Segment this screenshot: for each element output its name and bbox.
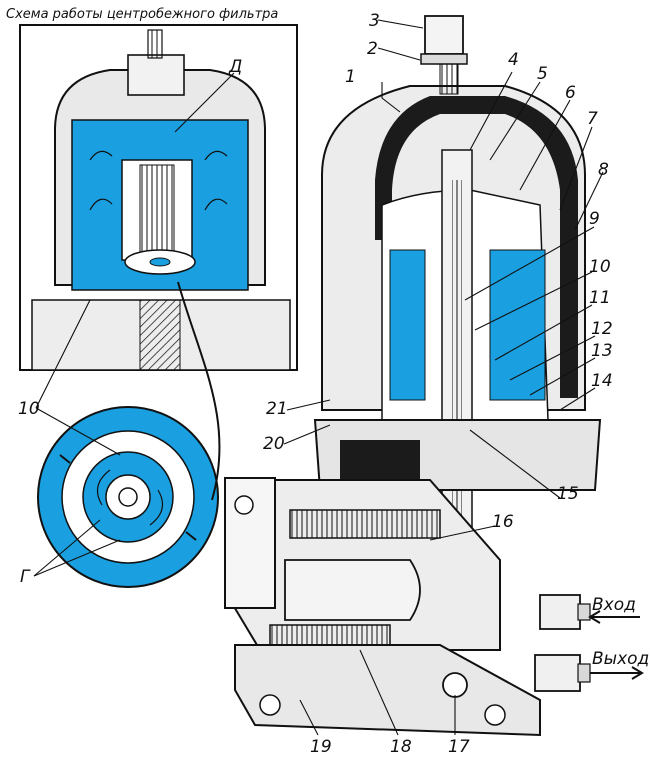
flow-arrow bbox=[149, 489, 164, 526]
label-2: 2 bbox=[367, 39, 378, 59]
flow-arrow bbox=[89, 198, 113, 211]
label-9: 9 bbox=[589, 209, 600, 229]
part-labels: 1 2 3 4 5 6 7 8 9 10 11 12 13 14 15 16 1… bbox=[18, 11, 613, 757]
label-21: 21 bbox=[266, 399, 288, 419]
section-bore bbox=[118, 487, 138, 507]
label-10-inset: 10 bbox=[18, 399, 40, 419]
label-4: 4 bbox=[508, 50, 519, 70]
outlet-tip bbox=[577, 663, 591, 683]
mount-hole bbox=[234, 495, 254, 515]
label-12: 12 bbox=[591, 319, 613, 339]
base-hole bbox=[484, 704, 506, 726]
label-D: Д bbox=[228, 57, 242, 77]
label-18: 18 bbox=[390, 737, 412, 757]
flow-arrow bbox=[96, 469, 111, 506]
base-hole bbox=[259, 694, 281, 716]
inlet-fitting bbox=[539, 594, 581, 630]
flow-arrow bbox=[89, 150, 113, 161]
inset-nozzle-hole bbox=[149, 257, 171, 267]
scheme-title: Схема работы центробежного фильтра bbox=[6, 7, 278, 22]
cap-nut bbox=[424, 15, 464, 55]
rotor-fluid-left bbox=[389, 249, 426, 401]
base-plate bbox=[234, 644, 541, 737]
valve-cylinder bbox=[284, 559, 421, 621]
inset-stud bbox=[147, 29, 163, 59]
label-1: 1 bbox=[345, 67, 356, 87]
inlet-tip bbox=[577, 603, 591, 621]
label-16: 16 bbox=[492, 512, 514, 532]
outlet-fitting bbox=[534, 654, 581, 692]
cap-cutaway-wall bbox=[375, 96, 578, 398]
nozzle-cross-section bbox=[37, 406, 219, 588]
drain-plug bbox=[442, 672, 468, 698]
axle-channel bbox=[452, 180, 462, 540]
label-3: 3 bbox=[369, 11, 380, 31]
label-15: 15 bbox=[557, 484, 579, 504]
outlet-arrowhead bbox=[631, 666, 644, 680]
flow-arrows: Вход Выход bbox=[588, 595, 649, 680]
label-6: 6 bbox=[565, 83, 576, 103]
label-G: Г bbox=[20, 567, 31, 587]
cap-stud bbox=[439, 63, 459, 95]
section-tick bbox=[59, 454, 71, 464]
inset-nut bbox=[127, 54, 185, 96]
label-5: 5 bbox=[537, 64, 548, 84]
rotor-fluid-right bbox=[489, 249, 546, 401]
label-10: 10 bbox=[589, 257, 611, 277]
label-13: 13 bbox=[591, 341, 613, 361]
valve-spring-upper bbox=[289, 509, 441, 539]
section-tick bbox=[185, 531, 197, 541]
main-filter bbox=[224, 15, 602, 737]
label-17: 17 bbox=[448, 737, 470, 757]
inlet-label: Вход bbox=[592, 595, 636, 615]
inset-shaft bbox=[139, 299, 181, 371]
leader-lines bbox=[33, 19, 604, 736]
label-19: 19 bbox=[310, 737, 332, 757]
flow-arrow bbox=[204, 150, 228, 161]
inset-scheme: Схема работы центробежного фильтра bbox=[6, 7, 298, 371]
inlet-arrowhead bbox=[588, 610, 601, 624]
label-20: 20 bbox=[263, 434, 285, 454]
inset-axle bbox=[139, 164, 175, 261]
flow-arrow bbox=[204, 198, 228, 211]
label-11: 11 bbox=[589, 288, 611, 308]
label-8: 8 bbox=[598, 160, 609, 180]
label-14: 14 bbox=[591, 371, 613, 391]
outlet-label: Выход bbox=[592, 649, 649, 669]
cap-washer bbox=[420, 53, 468, 65]
label-7: 7 bbox=[587, 109, 598, 129]
drain-cavity bbox=[340, 440, 420, 490]
connector-curve bbox=[177, 281, 221, 501]
